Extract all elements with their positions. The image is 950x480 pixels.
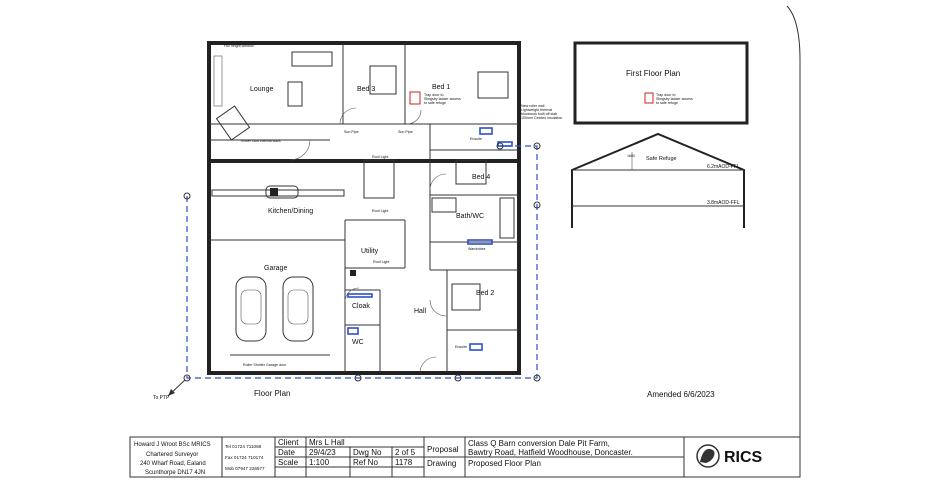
trap-door-marker xyxy=(409,91,421,105)
room-label-ensuite-1: Ensuite xyxy=(470,137,482,141)
note-roof-light-2: Roof Light xyxy=(372,209,388,213)
date-label: Date xyxy=(278,448,295,457)
room-label-hall: Hall xyxy=(414,308,427,315)
rics-logo-text: RICS xyxy=(724,449,763,466)
room-label-wc: WC xyxy=(352,339,364,346)
ptp-label: To PTP xyxy=(153,395,170,401)
amended-note: Amended 6/6/2023 xyxy=(647,390,715,399)
client-label: Client xyxy=(278,438,299,447)
note-insulation-3: blockwork built off slab xyxy=(521,112,557,116)
date-value: 29/4/23 xyxy=(309,448,336,457)
contact-tel: Tel 01724 711068 xyxy=(225,444,262,449)
room-label-bath: Bath/WC xyxy=(456,213,484,220)
site-boundary xyxy=(186,145,538,379)
room-label-lounge: Lounge xyxy=(250,86,273,93)
ref-label: Ref No xyxy=(353,458,378,467)
bed-2-bed xyxy=(451,283,481,311)
sheet-border xyxy=(786,5,801,470)
room-label-bed3: Bed 3 xyxy=(357,86,375,93)
first-floor-title: First Floor Plan xyxy=(626,69,680,78)
room-label-cloak: Cloak xyxy=(352,303,370,310)
note-roof-light-3: Roof Light xyxy=(373,260,389,264)
bed-1-bed xyxy=(477,71,509,99)
section-refuge-label: Safe Refuge xyxy=(646,156,677,162)
surveyor-name: Howard J Wroot BSc MRICS xyxy=(134,442,211,448)
note-insulation-1: New roller wall xyxy=(521,104,545,108)
outer-walls-upper xyxy=(207,41,521,163)
note-insulation-2: Lightweight thermal xyxy=(521,108,552,112)
note-full-height-window: Full height window xyxy=(224,44,254,48)
contact-fax: Fax 01724 710174 xyxy=(225,455,264,460)
proposal-label: Proposal xyxy=(427,445,459,454)
room-label-utility: Utility xyxy=(361,248,379,255)
bed-4-bed xyxy=(455,159,487,185)
room-label-bed1: Bed 1 xyxy=(432,84,450,91)
note-sun-pipe-2: Sun Pipe xyxy=(398,130,413,134)
drawing-value: Proposed Floor Plan xyxy=(468,459,541,468)
note-timber-stud: Timber stud internal walls xyxy=(240,139,281,143)
section-level-upper: 6.2mAOD-FFL xyxy=(707,164,740,170)
roof-section: Safe Refuge 1600 6.2mAOD-FFL 3.8mAOD-FFL xyxy=(571,132,745,228)
room-label-kitchen: Kitchen/Dining xyxy=(268,208,313,215)
ref-value: 1178 xyxy=(395,458,413,467)
note-trap-door-1: Trap door to xyxy=(424,93,443,97)
proposal-line-1: Class Q Barn conversion Dale Pit Farm, xyxy=(468,439,610,448)
surveyor-address-2: Scunthorpe DN17 4JN xyxy=(145,470,205,476)
note-trap-door-3: to safe refuge xyxy=(424,101,446,105)
scale-label: Scale xyxy=(278,458,299,467)
section-dim: 1600 xyxy=(627,154,635,158)
first-floor-note-2: Slingsby ladder access xyxy=(656,97,693,101)
plan-title: Floor Plan xyxy=(254,389,290,398)
section-level-lower: 3.8mAOD-FFL xyxy=(707,200,740,206)
ground-floor-plan: Lounge Bed 3 Bed 1 Kitchen/Dining Utilit… xyxy=(153,41,562,401)
drawing-label: Drawing xyxy=(427,459,456,468)
contact-mob: Mob 07947 226577 xyxy=(225,466,265,471)
surveyor-address-1: 240 Wharf Road, Ealand xyxy=(140,461,206,467)
note-trap-door-2: Slingsby ladder access xyxy=(424,97,461,101)
room-label-bed4: Bed 4 xyxy=(472,174,490,181)
first-floor-note-1: Trap door to xyxy=(656,93,675,97)
room-label-bed2: Bed 2 xyxy=(476,290,494,297)
garage-car-1 xyxy=(235,276,267,342)
first-floor-plan: First Floor Plan Trap door to Slingsby l… xyxy=(573,41,749,125)
client-value: Mrs L Hall xyxy=(309,438,345,447)
note-roller-door: Roller Shutter Garage door xyxy=(243,363,287,367)
first-floor-note-3: to safe refuge xyxy=(656,101,678,105)
bed-3-bed xyxy=(369,65,397,95)
garage-car-2 xyxy=(282,276,314,342)
dwg-value: 2 of 5 xyxy=(395,448,416,457)
scale-value: 1:100 xyxy=(309,458,330,467)
proposal-line-2: Bawtry Road, Hatfield Woodhouse, Doncast… xyxy=(468,448,633,457)
note-insulation-4: 100mm Celotex insulation xyxy=(521,116,562,120)
dwg-label: Dwg No xyxy=(353,448,382,457)
title-block: Howard J Wroot BSc MRICS Chartered Surve… xyxy=(129,436,801,478)
surveyor-role: Chartered Surveyor xyxy=(146,452,198,458)
room-label-ensuite-2: Ensuite xyxy=(455,345,467,349)
rics-logo: RICS xyxy=(696,444,763,468)
note-roof-light-1: Roof Light xyxy=(372,155,388,159)
note-wardrobes: Wardrobes xyxy=(468,247,486,251)
note-sun-pipe-1: Sun Pipe xyxy=(344,130,359,134)
room-label-garage: Garage xyxy=(264,265,287,272)
